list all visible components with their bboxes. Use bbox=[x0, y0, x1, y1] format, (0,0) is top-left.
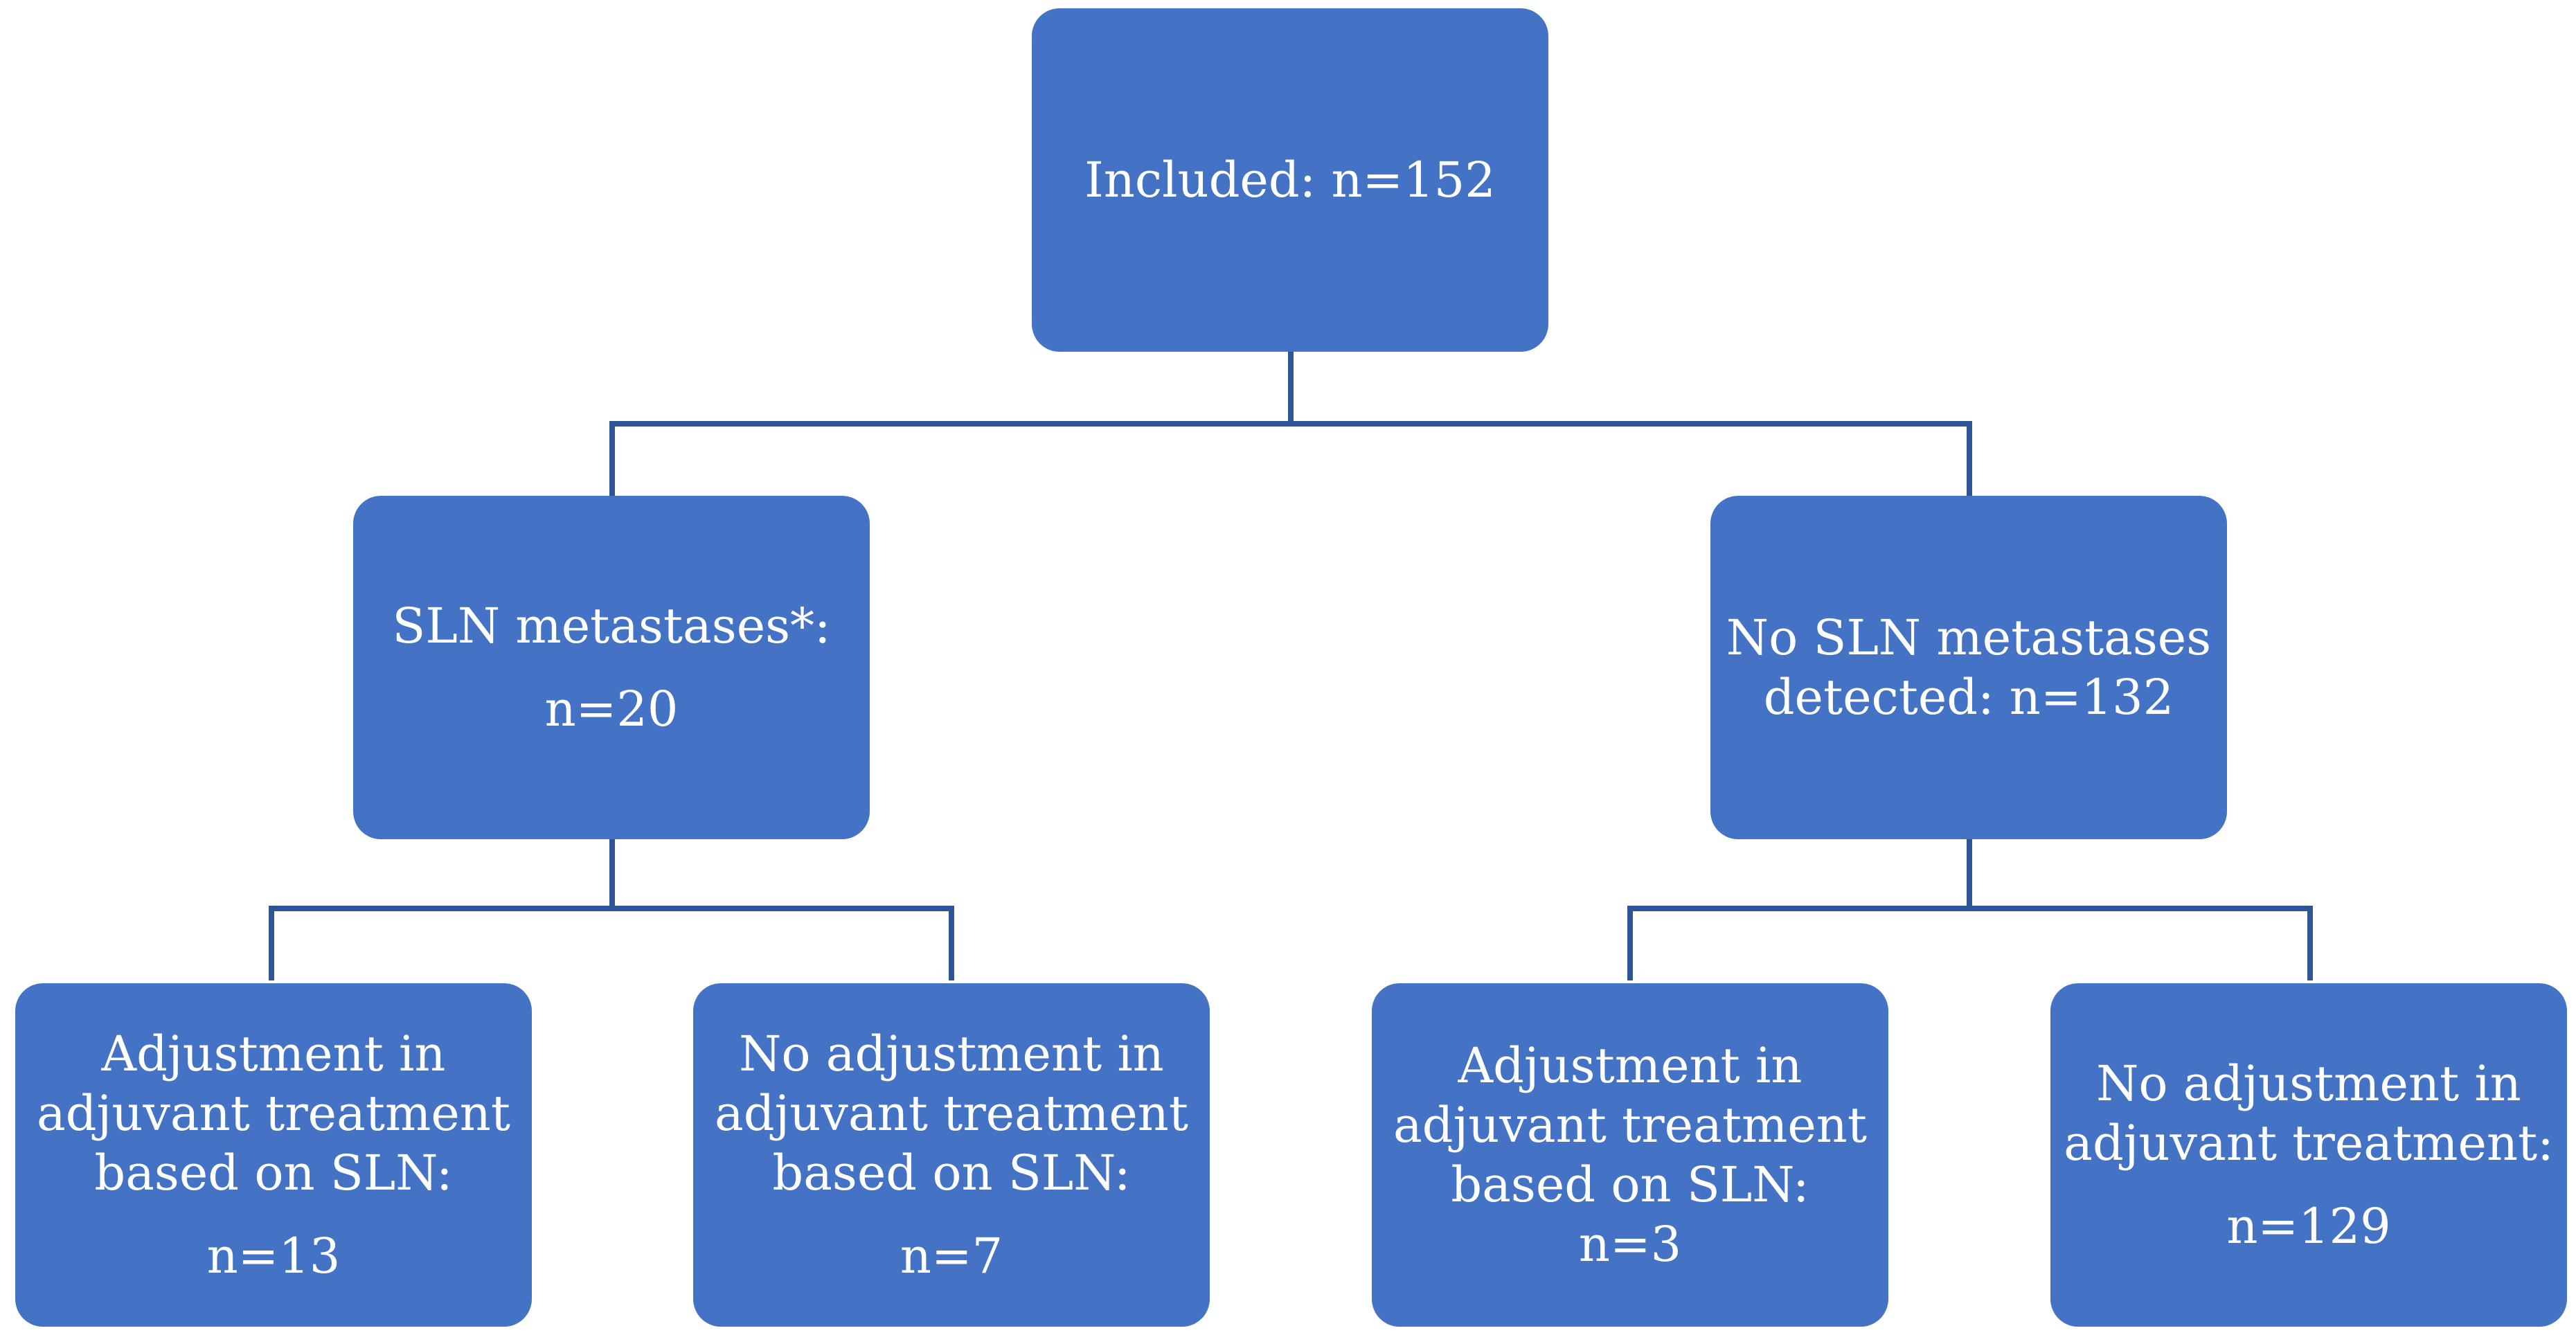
node-right-adjustment-count: n=3 bbox=[1578, 1216, 1682, 1273]
node-left-adjustment: Adjustment in adjuvant treatment based o… bbox=[15, 983, 532, 1327]
node-right-no-adjustment: No adjustment in adjuvant treatment: n=1… bbox=[2050, 983, 2567, 1327]
node-sln-metastases-count: n=20 bbox=[544, 681, 679, 737]
node-right-adjustment-line3: based on SLN: bbox=[1451, 1156, 1809, 1213]
node-right-adjustment-line1: Adjustment in bbox=[1458, 1037, 1803, 1094]
node-left-no-adjustment-line1: No adjustment in bbox=[739, 1025, 1164, 1082]
node-right-no-adjustment-count: n=129 bbox=[2226, 1198, 2391, 1255]
node-included: Included: n=152 bbox=[1032, 8, 1548, 352]
node-left-adjustment-count: n=13 bbox=[206, 1228, 341, 1284]
node-right-no-adjustment-line1: No adjustment in bbox=[2096, 1055, 2521, 1112]
node-sln-metastases-label: SLN metastases*: bbox=[392, 598, 831, 654]
node-sln-metastases: SLN metastases*: n=20 bbox=[353, 496, 870, 839]
node-included-text: Included: n=152 bbox=[1084, 152, 1496, 208]
node-left-no-adjustment-line2: adjuvant treatment bbox=[715, 1085, 1188, 1142]
node-left-no-adjustment: No adjustment in adjuvant treatment base… bbox=[693, 983, 1210, 1327]
node-left-no-adjustment-line3: based on SLN: bbox=[772, 1145, 1131, 1201]
node-right-no-adjustment-line2: adjuvant treatment: bbox=[2064, 1115, 2554, 1172]
node-left-adjustment-line2: adjuvant treatment bbox=[37, 1085, 510, 1142]
node-right-adjustment: Adjustment in adjuvant treatment based o… bbox=[1372, 983, 1888, 1327]
node-right-adjustment-line2: adjuvant treatment bbox=[1393, 1097, 1867, 1154]
node-left-adjustment-line1: Adjustment in bbox=[101, 1025, 446, 1082]
node-no-sln-metastases-line1: No SLN metastases bbox=[1726, 609, 2212, 666]
node-left-no-adjustment-count: n=7 bbox=[900, 1228, 1003, 1284]
node-no-sln-metastases: No SLN metastases detected: n=132 bbox=[1710, 496, 2227, 839]
node-no-sln-metastases-line2: detected: n=132 bbox=[1763, 669, 2174, 726]
node-left-adjustment-line3: based on SLN: bbox=[94, 1145, 453, 1201]
